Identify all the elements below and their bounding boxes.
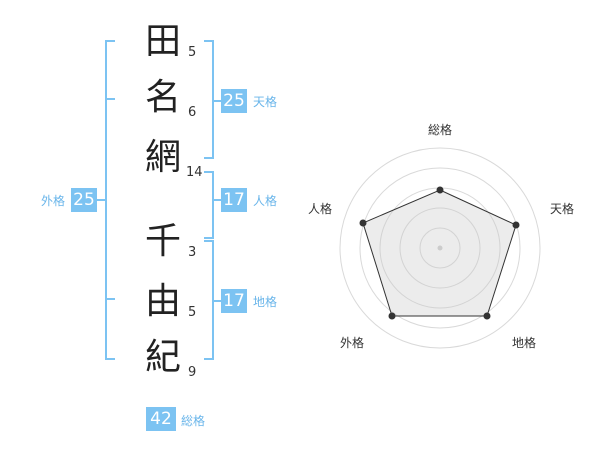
stroke-count-2: 6: [188, 105, 197, 120]
tenkaku-label: 天格: [253, 95, 278, 109]
given-char-1: 千: [144, 221, 181, 262]
jinkaku-value-badge: 17: [221, 188, 247, 212]
given-char-3: 紀: [144, 337, 181, 378]
radar-point-soukaku: [436, 186, 444, 194]
radar-ring-2: [359, 167, 521, 329]
stroke-count-4: 3: [188, 245, 197, 260]
radar-axis-gaikaku: 外格: [340, 335, 364, 350]
stroke-count-6: 9: [188, 365, 197, 380]
radar-ring-5: [419, 227, 461, 269]
tenkaku-value-badge: 25: [221, 89, 247, 113]
radar-grid: [339, 147, 541, 349]
radar-axis-tenkaku: 天格: [550, 201, 574, 216]
surname-char-2: 名: [144, 77, 181, 118]
radar-center-dot: [437, 245, 443, 251]
radar-point-jinkaku: [359, 219, 367, 227]
stroke-count-1: 5: [188, 45, 197, 60]
soukaku-label: 総格: [181, 414, 206, 428]
stroke-count-5: 5: [188, 305, 197, 320]
radar-ring-4: [399, 207, 481, 289]
radar-axis-jinkaku: 人格: [308, 201, 332, 216]
chikaku-label: 地格: [253, 295, 278, 309]
radar-point-chikaku: [483, 312, 491, 320]
gaikaku-label: 外格: [41, 194, 66, 208]
given-char-2: 由: [144, 281, 181, 322]
surname-char-3: 網: [144, 137, 181, 178]
radar-axis-chikaku: 地格: [512, 335, 536, 350]
chikaku-value-badge: 17: [221, 289, 247, 313]
radar-point-tenkaku: [512, 221, 520, 229]
stroke-count-3: 14: [186, 165, 203, 180]
radar-point-gaikaku: [388, 312, 396, 320]
gaikaku-value-badge: 25: [71, 188, 97, 212]
surname-char-1: 田: [144, 21, 181, 62]
jinkaku-bracket: [204, 171, 221, 239]
chikaku-bracket: [204, 240, 221, 360]
tenkaku-bracket: [204, 40, 221, 159]
radar-area: [362, 189, 517, 317]
jinkaku-label: 人格: [253, 194, 278, 208]
radar-axis-soukaku: 総格: [428, 122, 452, 137]
gaikaku-bracket: [97, 40, 115, 360]
soukaku-value-badge: 42: [146, 407, 176, 431]
radar-ring-1: [339, 147, 541, 349]
